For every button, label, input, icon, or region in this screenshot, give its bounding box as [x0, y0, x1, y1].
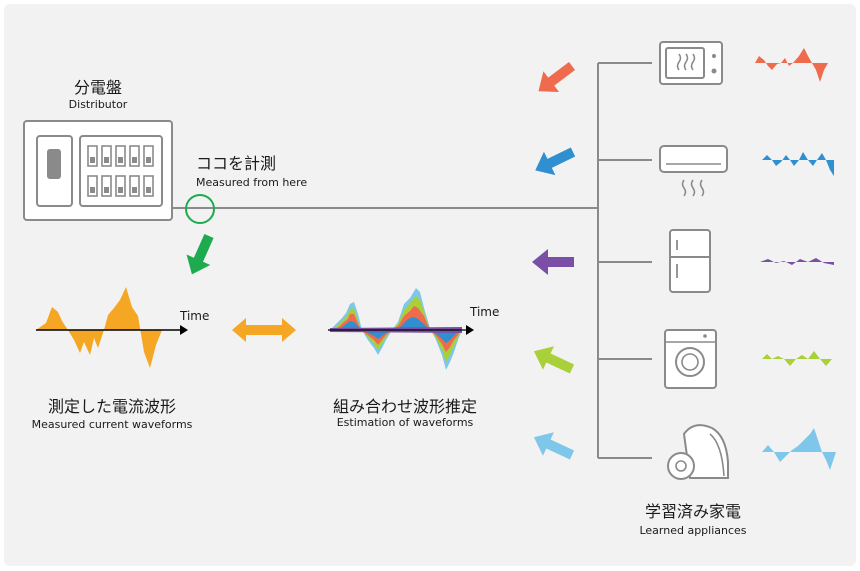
vacuum-cleaner-waveform	[762, 428, 836, 470]
estimation-title: 組み合わせ波形推定	[332, 397, 478, 416]
appliances-title: 学習済み家電	[644, 502, 742, 521]
appliance-arrows	[532, 62, 576, 460]
compare-double-arrow-icon	[232, 318, 296, 342]
measure-point-subtitle: Measured from here	[196, 176, 308, 189]
measure-down-arrow-icon	[186, 233, 214, 275]
distributor-subtitle: Distributor	[68, 98, 128, 111]
microwave-waveform	[755, 48, 828, 82]
measured-title: 測定した電流波形	[47, 397, 177, 416]
air-conditioner-icon	[659, 145, 728, 197]
estimation-subtitle: Estimation of waveforms	[336, 416, 474, 429]
refrigerator-arrow-icon	[532, 249, 574, 275]
measured-waveform	[36, 287, 188, 368]
measured-time-label: Time	[180, 309, 210, 323]
distributor-title: 分電盤	[73, 78, 123, 97]
distributor-icon	[23, 120, 173, 221]
refrigerator-icon	[669, 229, 711, 293]
measure-point-title: ココを計測	[196, 154, 277, 173]
washing-machine-waveform	[762, 351, 832, 366]
measure-point-circle	[185, 194, 215, 224]
wiring	[172, 62, 652, 459]
washing-machine-icon	[664, 329, 717, 389]
measured-subtitle: Measured current waveforms	[31, 418, 193, 431]
appliances-subtitle: Learned appliances	[639, 524, 747, 537]
air-conditioner-waveform	[762, 152, 834, 176]
refrigerator-waveform	[760, 258, 834, 265]
air-conditioner-arrow-icon	[535, 147, 576, 176]
microwave-arrow-icon	[538, 62, 576, 93]
microwave-icon	[659, 41, 723, 85]
vacuum-cleaner-icon	[667, 424, 729, 480]
vacuum-cleaner-arrow-icon	[533, 432, 575, 460]
estimation-time-label: Time	[470, 305, 500, 319]
appliance-waveforms	[755, 48, 836, 470]
washing-machine-arrow-icon	[533, 346, 575, 374]
estimated-waveform	[328, 288, 474, 370]
